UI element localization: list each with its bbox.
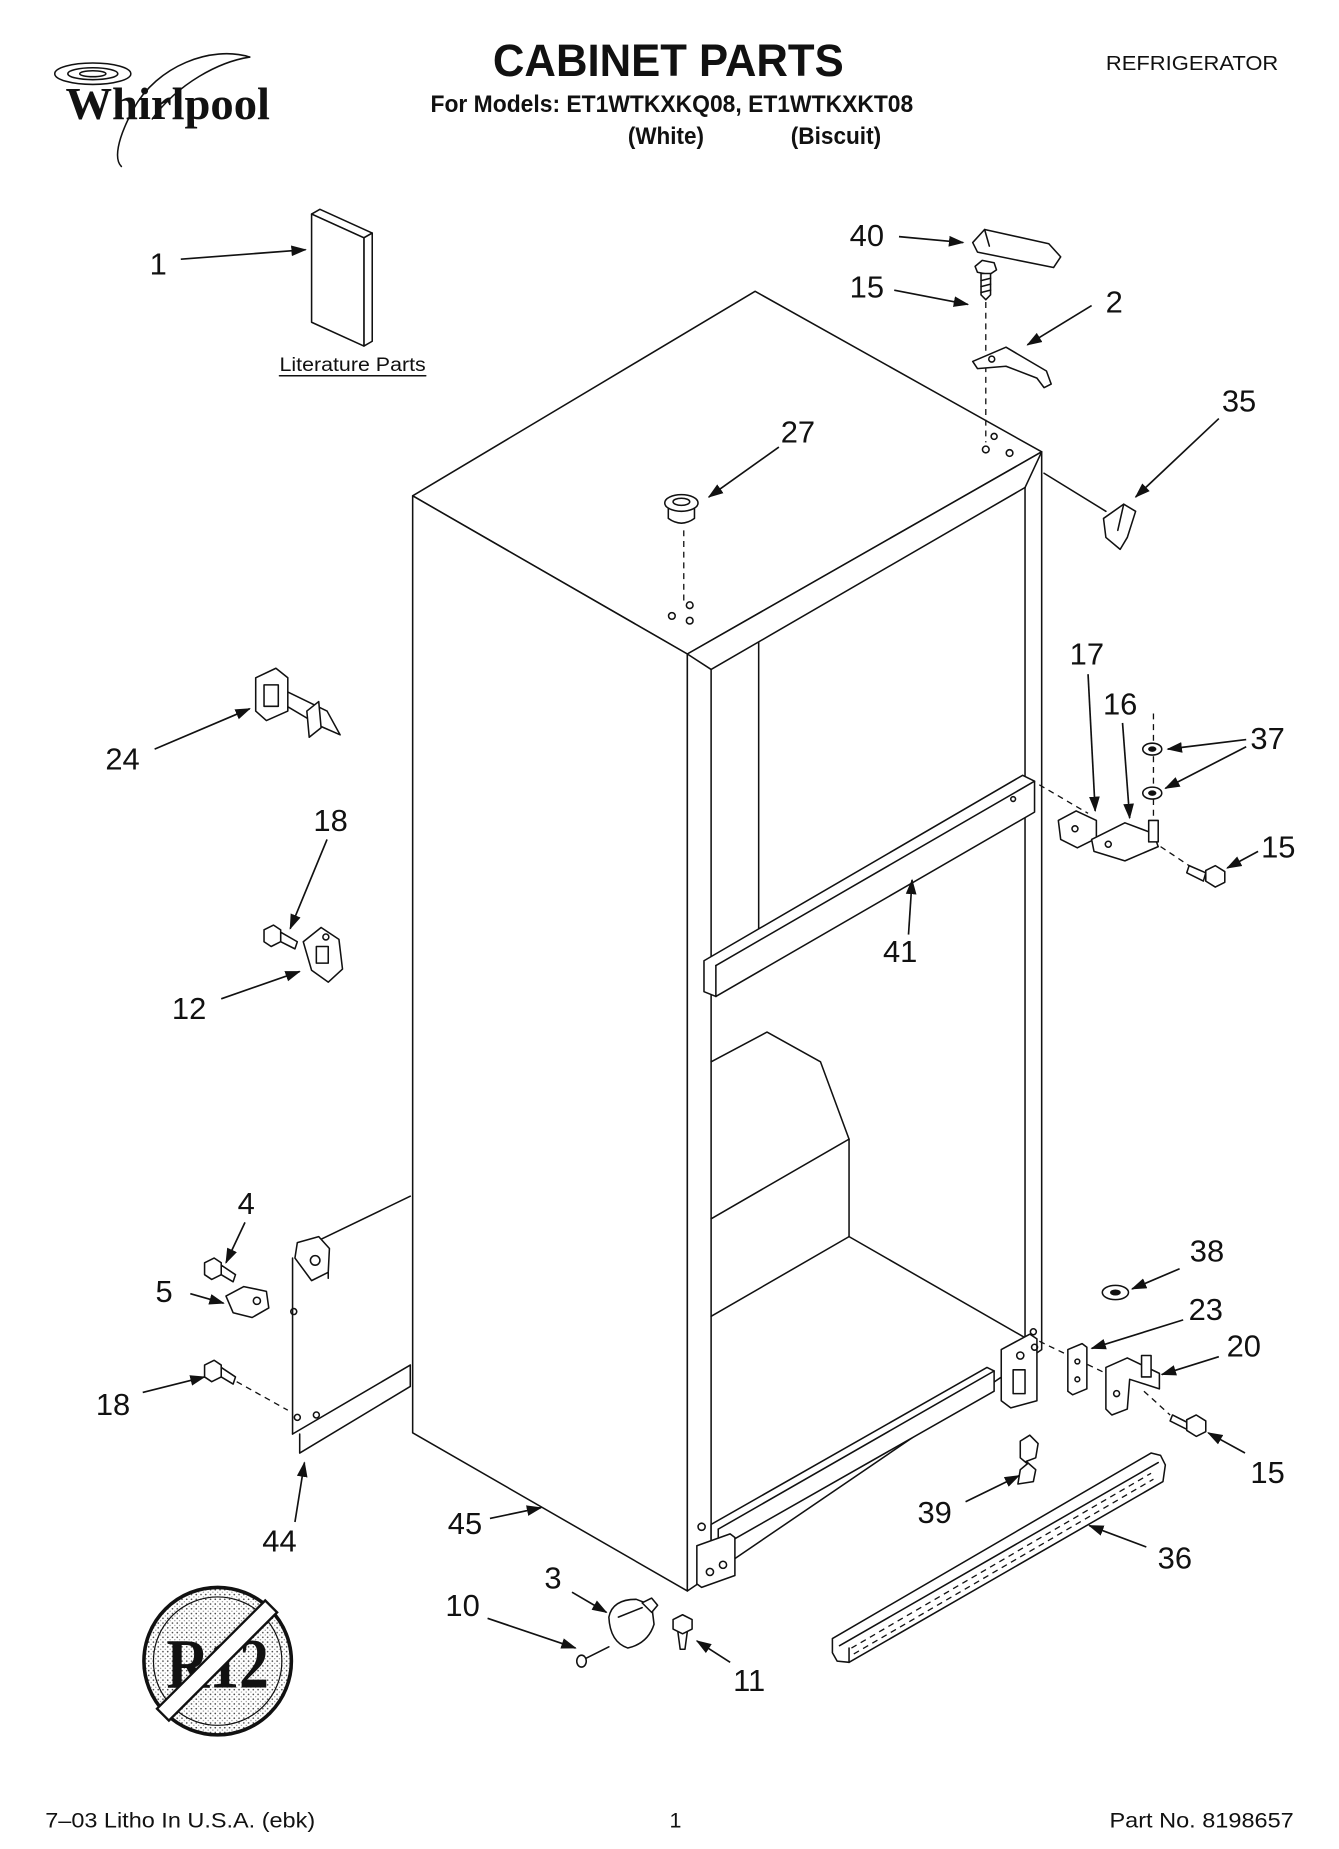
callout-41: 41 bbox=[883, 934, 917, 969]
callout-2: 2 bbox=[1106, 285, 1123, 320]
no-r12-symbol: R12 bbox=[142, 1585, 294, 1737]
cabinet-drawing bbox=[411, 290, 1107, 1592]
callout-37: 37 bbox=[1250, 721, 1284, 756]
callout-44: 44 bbox=[262, 1524, 296, 1559]
literature-booklet-drawing bbox=[310, 208, 374, 347]
part-12-clip-drawing bbox=[302, 926, 344, 983]
callout-3: 3 bbox=[544, 1561, 561, 1596]
divider-bar-drawing bbox=[703, 774, 1036, 998]
part-20-hinge-drawing bbox=[1105, 1354, 1161, 1416]
literature-parts-label: Literature Parts bbox=[279, 355, 425, 376]
part-44-panel-drawing bbox=[290, 1195, 412, 1454]
part-27-plug-drawing bbox=[663, 493, 699, 524]
callout-24: 24 bbox=[105, 741, 139, 776]
footer-page-number: 1 bbox=[669, 1809, 681, 1833]
part-36-grille-drawing bbox=[831, 1452, 1167, 1664]
logo-text: Whirlpool bbox=[65, 79, 270, 129]
part-15-screw-top-drawing bbox=[974, 259, 998, 301]
part-16-hinge-drawing bbox=[1090, 819, 1159, 862]
part-38-washer-drawing bbox=[1101, 1284, 1130, 1301]
leader-lines bbox=[142, 235, 1259, 1664]
callout-45: 45 bbox=[448, 1506, 482, 1541]
callout-12: 12 bbox=[172, 991, 206, 1026]
part-37-washers-drawing bbox=[1141, 742, 1163, 800]
callout-38: 38 bbox=[1190, 1234, 1224, 1269]
callout-36: 36 bbox=[1158, 1540, 1192, 1575]
part-35-hinge-cover-drawing bbox=[1102, 503, 1137, 551]
part-18-screw-lower-drawing bbox=[203, 1359, 237, 1385]
footer-print-info: 7–03 Litho In U.S.A. (ebk) bbox=[45, 1809, 315, 1833]
callout-5: 5 bbox=[156, 1274, 173, 1309]
part-4-screw-drawing bbox=[203, 1257, 237, 1283]
part-39-clip-drawing bbox=[1017, 1434, 1039, 1485]
color-biscuit-label: (Biscuit) bbox=[791, 123, 881, 150]
callout-27: 27 bbox=[781, 414, 815, 449]
screw-guide-line-right bbox=[1160, 846, 1190, 867]
callout-39: 39 bbox=[917, 1495, 951, 1530]
models-line: For Models: ET1WTKXKQ08, ET1WTKXKT08 bbox=[430, 91, 913, 118]
part-40-drawing bbox=[971, 228, 1062, 269]
callout-1: 1 bbox=[150, 247, 167, 282]
callout-23: 23 bbox=[1189, 1292, 1223, 1327]
callout-20: 20 bbox=[1227, 1329, 1261, 1364]
callout-11: 11 bbox=[733, 1663, 765, 1698]
part-17-drawing bbox=[1057, 810, 1098, 849]
callout-4: 4 bbox=[238, 1186, 255, 1221]
part-11-screw-drawing bbox=[672, 1613, 693, 1651]
page-title: CABINET PARTS bbox=[493, 35, 844, 86]
callout-15: 15 bbox=[1261, 829, 1295, 864]
part-2-hinge-drawing bbox=[971, 346, 1052, 389]
whirlpool-logo: Whirlpool bbox=[53, 53, 270, 168]
color-white-label: (White) bbox=[628, 123, 704, 150]
part-15-screw-right-drawing bbox=[1185, 864, 1226, 888]
part-3-leveler-drawing bbox=[608, 1597, 659, 1649]
part-15-screw-bottom-drawing bbox=[1169, 1414, 1207, 1438]
callout-15: 15 bbox=[850, 269, 884, 304]
callout-15: 15 bbox=[1250, 1455, 1284, 1490]
part-18-screw-upper-drawing bbox=[263, 924, 299, 950]
part-23-plate-drawing bbox=[1067, 1342, 1088, 1396]
panel-screw-guide-line bbox=[236, 1381, 289, 1411]
callout-labels: 1 40 15 2 35 27 17 16 37 15 41 24 18 12 … bbox=[96, 218, 1296, 1698]
callout-35: 35 bbox=[1222, 383, 1256, 418]
part-10-pin-drawing bbox=[575, 1646, 610, 1668]
callout-18: 18 bbox=[96, 1387, 130, 1422]
callout-10: 10 bbox=[445, 1588, 479, 1623]
callout-17: 17 bbox=[1070, 637, 1104, 672]
hinge-guide-line bbox=[1038, 784, 1089, 814]
footer-part-number: Part No. 8198657 bbox=[1109, 1809, 1293, 1833]
bottom-screw-guide-line bbox=[1143, 1390, 1171, 1416]
callout-18: 18 bbox=[313, 803, 347, 838]
callout-40: 40 bbox=[850, 218, 884, 253]
part-5-clip-drawing bbox=[225, 1285, 270, 1319]
part-24-drawing bbox=[254, 667, 341, 738]
callout-16: 16 bbox=[1103, 687, 1137, 722]
appliance-type: REFRIGERATOR bbox=[1106, 53, 1278, 75]
